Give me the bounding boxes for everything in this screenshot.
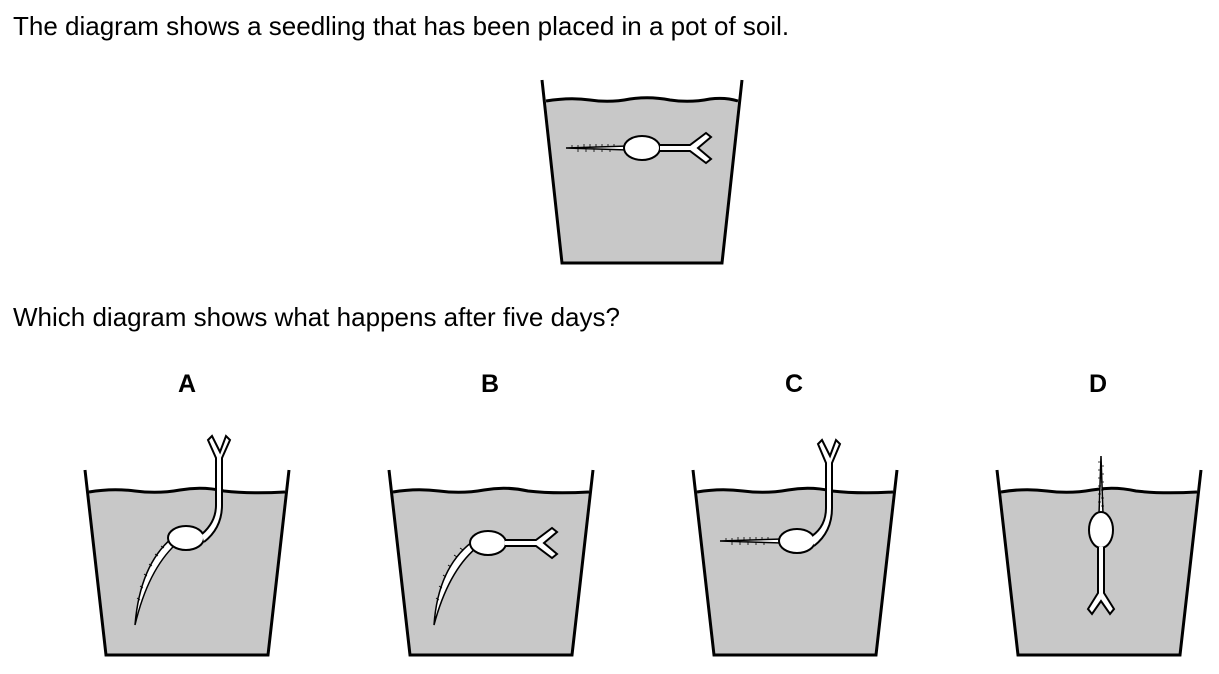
initial-pot	[540, 79, 744, 265]
seedling-a	[134, 434, 232, 626]
pot-b	[387, 469, 595, 657]
seedling-d	[1086, 455, 1116, 616]
seedling-b	[433, 526, 559, 626]
pot-soil	[89, 488, 285, 654]
pot-d	[995, 455, 1203, 657]
option-label-c: C	[784, 370, 804, 398]
soil-surface-line	[88, 486, 286, 495]
pot-outline	[387, 469, 595, 657]
seedling-horizontal	[565, 131, 713, 165]
pot-c	[691, 438, 899, 657]
question-text: Which diagram shows what happens after f…	[13, 302, 620, 332]
pot-outline	[83, 469, 291, 657]
pot-soil	[546, 97, 738, 262]
option-label-d: D	[1088, 370, 1108, 398]
soil-surface-line	[545, 96, 739, 103]
pot-outline	[995, 469, 1203, 657]
pot-outline	[540, 79, 744, 265]
option-label-a: A	[177, 370, 197, 398]
intro-text: The diagram shows a seedling that has be…	[13, 11, 790, 41]
seedling-c	[719, 438, 842, 554]
option-label-b: B	[480, 370, 500, 398]
soil-surface-line	[696, 486, 894, 495]
soil-surface-line	[1000, 486, 1198, 495]
pot-outline	[691, 469, 899, 657]
pot-soil	[393, 488, 589, 654]
soil-surface-line	[392, 486, 590, 495]
pot-a	[83, 434, 291, 657]
pot-soil	[697, 488, 893, 654]
